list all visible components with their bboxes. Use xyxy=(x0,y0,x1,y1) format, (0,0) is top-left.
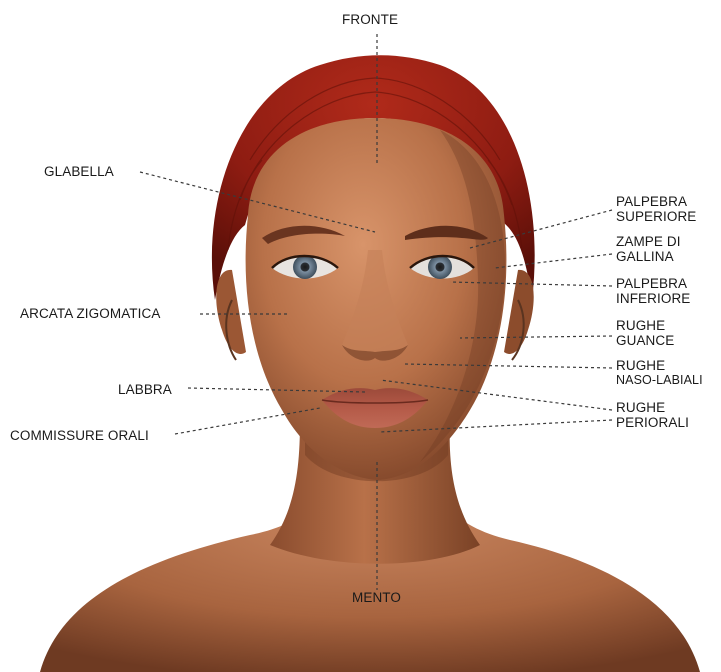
right-ear xyxy=(504,270,534,354)
left-ear xyxy=(216,270,246,354)
label-rughe-periorali-line-1: RUGHE xyxy=(616,400,689,415)
label-zampe-di-gallina-line-1: ZAMPE DI xyxy=(616,234,681,249)
label-palpebra-superiore: PALPEBRA SUPERIORE xyxy=(616,194,696,224)
label-commissure-orali: COMMISSURE ORALI xyxy=(10,428,149,443)
label-arcata-zigomatica: ARCATA ZIGOMATICA xyxy=(20,306,160,321)
label-fronte: FRONTE xyxy=(342,12,398,27)
label-rughe-periorali: RUGHE PERIORALI xyxy=(616,400,689,430)
label-palpebra-superiore-line-2: SUPERIORE xyxy=(616,209,696,224)
label-palpebra-inferiore-line-1: PALPEBRA xyxy=(616,276,690,291)
label-rughe-naso-labiali-line-2: NASO-LABIALI xyxy=(616,373,703,388)
label-zampe-di-gallina: ZAMPE DI GALLINA xyxy=(616,234,681,264)
label-rughe-periorali-line-2: PERIORALI xyxy=(616,415,689,430)
label-rughe-guance-line-2: GUANCE xyxy=(616,333,674,348)
label-mento: MENTO xyxy=(352,590,401,605)
label-rughe-guance: RUGHE GUANCE xyxy=(616,318,674,348)
leader-zampe-di-gallina xyxy=(495,254,612,268)
label-palpebra-inferiore-line-2: INFERIORE xyxy=(616,291,690,306)
label-zampe-di-gallina-line-2: GALLINA xyxy=(616,249,681,264)
label-palpebra-inferiore: PALPEBRA INFERIORE xyxy=(616,276,690,306)
label-glabella: GLABELLA xyxy=(44,164,114,179)
label-palpebra-superiore-line-1: PALPEBRA xyxy=(616,194,696,209)
label-labbra: LABBRA xyxy=(118,382,172,397)
label-rughe-naso-labiali: RUGHE NASO-LABIALI xyxy=(616,358,703,388)
label-rughe-naso-labiali-line-1: RUGHE xyxy=(616,358,703,373)
label-rughe-guance-line-1: RUGHE xyxy=(616,318,674,333)
